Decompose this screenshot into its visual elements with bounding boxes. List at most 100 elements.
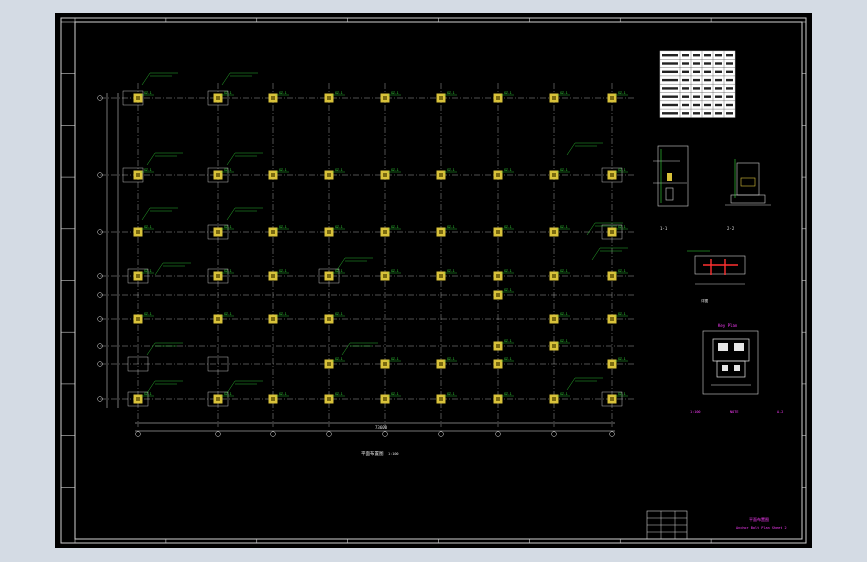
column-tag: GZ-1 bbox=[279, 312, 287, 316]
column-tag: GZ-1 bbox=[144, 91, 152, 95]
column-tag: GZ-1 bbox=[279, 392, 287, 396]
column-core bbox=[496, 96, 500, 100]
annotation-leader bbox=[226, 207, 236, 221]
column-tag: GZ-1 bbox=[504, 225, 512, 229]
annotation-leader bbox=[226, 380, 236, 394]
grid-bubble bbox=[97, 95, 103, 101]
pedestal-outline bbox=[207, 356, 229, 372]
grid-bubble bbox=[97, 316, 103, 322]
column-tag: GZ-1 bbox=[335, 91, 343, 95]
column-core bbox=[216, 173, 220, 177]
magenta-note-3: A-2 bbox=[777, 410, 783, 414]
column-tag: GZ-1 bbox=[279, 91, 287, 95]
column-core bbox=[610, 397, 614, 401]
schedule-cell-text bbox=[704, 95, 711, 98]
grid-bubble bbox=[438, 431, 444, 437]
column-core bbox=[439, 230, 443, 234]
sheet-title: 平面布置图 bbox=[749, 516, 769, 522]
column-tag: GZ-1 bbox=[279, 168, 287, 172]
annotation-leader bbox=[341, 342, 351, 356]
column-core bbox=[216, 317, 220, 321]
pedestal-outline bbox=[207, 167, 229, 183]
column-core bbox=[610, 317, 614, 321]
schedule-cell-text bbox=[662, 70, 678, 73]
schedule-cell-text bbox=[693, 87, 700, 90]
column-tag: GZ-1 bbox=[560, 339, 568, 343]
plan-title: 平面布置图 bbox=[361, 450, 384, 457]
schedule-cell-text bbox=[693, 54, 700, 57]
column-tag: GZ-1 bbox=[618, 91, 626, 95]
schedule-cell-text bbox=[693, 70, 700, 73]
column-core bbox=[552, 230, 556, 234]
column-tag: GZ-1 bbox=[144, 312, 152, 316]
key-plan: Key Plan bbox=[702, 323, 759, 395]
column-core bbox=[610, 274, 614, 278]
anchor-detail: 详图 bbox=[687, 250, 746, 303]
column-core bbox=[496, 274, 500, 278]
column-core bbox=[271, 317, 275, 321]
column-core bbox=[383, 173, 387, 177]
schedule-cell-text bbox=[662, 78, 678, 82]
column-tag: GZ-1 bbox=[447, 225, 455, 229]
pedestal-outline bbox=[207, 391, 229, 407]
column-tag: GZ-1 bbox=[504, 168, 512, 172]
column-core bbox=[439, 397, 443, 401]
grid-bubble bbox=[551, 431, 557, 437]
pedestal-outline bbox=[122, 90, 144, 106]
schedule-cell-text bbox=[662, 87, 678, 90]
pedestal-outline bbox=[127, 391, 149, 407]
schedule-cell-text bbox=[693, 78, 700, 82]
annotation-leader bbox=[566, 142, 576, 156]
grid-bubble bbox=[382, 431, 388, 437]
column-tag: GZ-1 bbox=[391, 269, 399, 273]
column-core bbox=[136, 230, 140, 234]
column-core bbox=[439, 96, 443, 100]
schedule-cell-text bbox=[693, 103, 700, 107]
schedule-cell-text bbox=[704, 54, 711, 57]
schedule-cell-text bbox=[682, 103, 689, 107]
title-block: 平面布置图 Anchor Bolt Plan Sheet 2 bbox=[646, 510, 787, 540]
schedule-cell-text bbox=[704, 87, 711, 90]
column-tag: GZ-1 bbox=[618, 357, 626, 361]
annotation-leader bbox=[154, 262, 164, 276]
pedestal-outline bbox=[601, 224, 623, 240]
bolt-schedule-table bbox=[659, 50, 736, 118]
column-tag: GZ-1 bbox=[447, 91, 455, 95]
column-tag: GZ-1 bbox=[560, 269, 568, 273]
schedule-cell-text bbox=[726, 70, 733, 73]
schedule-cell-text bbox=[704, 78, 711, 82]
section-label-2: 2-2 bbox=[727, 226, 735, 231]
column-tag: GZ-1 bbox=[504, 91, 512, 95]
schedule-cell-text bbox=[726, 112, 733, 115]
border-ticks bbox=[61, 18, 806, 543]
pedestal-outline bbox=[122, 167, 144, 183]
section-label-1: 1-1 bbox=[660, 226, 668, 231]
column-core bbox=[552, 274, 556, 278]
column-core bbox=[610, 230, 614, 234]
grid-bubble bbox=[97, 343, 103, 349]
column-tag: GZ-1 bbox=[560, 225, 568, 229]
schedule-cell-text bbox=[715, 95, 722, 98]
schedule-cell-text bbox=[693, 62, 700, 65]
grid-bubble bbox=[609, 431, 615, 437]
column-core bbox=[136, 173, 140, 177]
column-core bbox=[383, 274, 387, 278]
column-core bbox=[383, 230, 387, 234]
column-tag: GZ-1 bbox=[560, 91, 568, 95]
grid-bubble bbox=[215, 431, 221, 437]
column-tag: GZ-1 bbox=[504, 269, 512, 273]
schedule-cell-text bbox=[662, 62, 678, 65]
column-core bbox=[552, 397, 556, 401]
column-core bbox=[610, 173, 614, 177]
column-core bbox=[136, 397, 140, 401]
column-tag: GZ-1 bbox=[560, 312, 568, 316]
grid-bubble bbox=[326, 431, 332, 437]
schedule-cell-text bbox=[682, 112, 689, 115]
grid-bubble bbox=[97, 273, 103, 279]
schedule-cell-text bbox=[662, 112, 678, 115]
annotation-leader bbox=[146, 152, 156, 166]
column-core bbox=[383, 96, 387, 100]
column-tag: GZ-1 bbox=[618, 269, 626, 273]
column-core bbox=[610, 96, 614, 100]
